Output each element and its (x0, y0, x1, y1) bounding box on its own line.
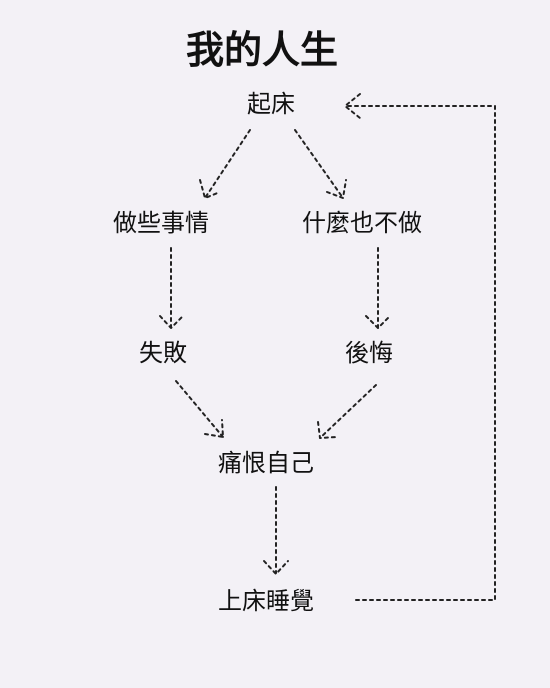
arrow-head-do-nothing-to-regret (365, 315, 391, 329)
arrow-head-wake-to-do-things (199, 179, 221, 199)
arrow-head-fail-to-hate-self (204, 419, 224, 438)
arrow-bed-loop-to-wake (344, 105, 496, 601)
node-hate-self: 痛恨自己 (218, 449, 314, 477)
arrow-regret-to-hate-self (319, 384, 377, 439)
node-go-to-bed: 上床睡覺 (218, 587, 314, 615)
arrow-head-bed-loop-to-wake (344, 93, 361, 119)
node-wake-up: 起床 (247, 90, 295, 118)
arrow-wake-to-do-things (204, 129, 251, 199)
diagram-title: 我的人生 (186, 28, 339, 72)
arrow-head-do-things-to-fail (159, 315, 184, 329)
node-regret: 後悔 (345, 339, 393, 367)
node-do-nothing: 什麼也不做 (302, 209, 422, 237)
arrow-wake-to-do-nothing (294, 129, 344, 199)
arrow-head-hate-self-to-bed (263, 560, 289, 575)
node-fail: 失敗 (139, 339, 187, 367)
arrow-fail-to-hate-self (175, 380, 224, 438)
node-do-things: 做些事情 (113, 209, 209, 237)
arrow-head-regret-to-hate-self (317, 421, 338, 439)
arrow-head-wake-to-do-nothing (326, 179, 347, 199)
